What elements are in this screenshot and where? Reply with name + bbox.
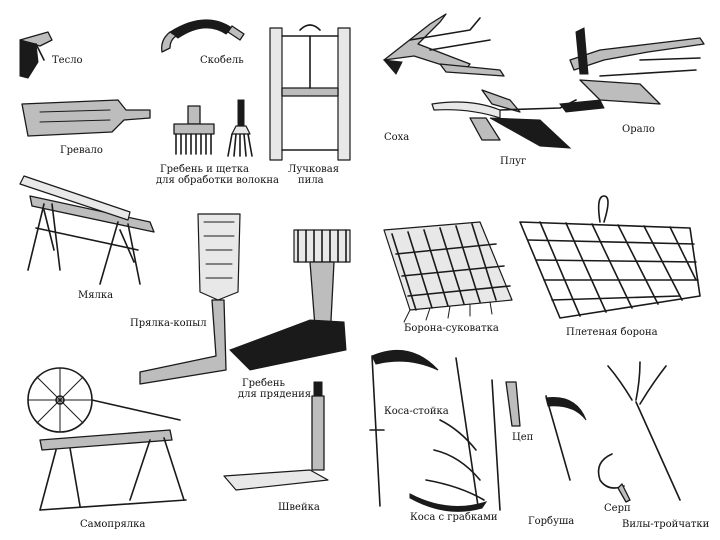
label-kosa-grabki: Коса с грабками [410, 512, 498, 523]
label-oralo: Орало [622, 124, 655, 135]
label-greben-spin-1: Гребень [242, 378, 285, 389]
label-gorbusha: Горбуша [528, 516, 575, 527]
label-shveyka: Швейка [278, 502, 320, 513]
sokha-drawing [382, 13, 505, 77]
cradle-scythe-drawing [409, 357, 488, 512]
label-myalka: Мялка [78, 290, 114, 301]
label-pryalka: Прялка-копыл [130, 318, 207, 329]
scythe-drawing [369, 349, 439, 507]
woven-harrow-drawing [519, 195, 701, 319]
distaff-drawing [139, 213, 241, 385]
bow-saw-drawing [269, 24, 351, 161]
sickle-drawing [597, 453, 631, 503]
label-vily: Вилы-тройчатки [622, 519, 710, 530]
label-bow-saw-2: пила [298, 175, 324, 186]
label-borona-p: Плетеная борона [566, 327, 658, 338]
pitchfork-drawing [607, 361, 681, 501]
label-greben-fiber-2: для обработки волокна [156, 175, 279, 186]
label-plug: Плуг [500, 156, 527, 167]
scraper-drawing [21, 99, 151, 137]
adze-drawing [19, 31, 53, 79]
label-serp: Серп [604, 503, 631, 514]
label-kosa-stoyka: Коса-стойка [384, 406, 449, 417]
comb-brush-drawing [173, 99, 253, 157]
label-sokha: Соха [384, 132, 410, 143]
label-skoben: Скобель [200, 55, 244, 66]
label-bow-saw-1: Лучковая [288, 164, 340, 175]
label-grevalo: Гревало [60, 145, 103, 156]
flail-drawing [491, 379, 521, 511]
flax-brake-drawing [19, 175, 155, 285]
spinning-comb-drawing [229, 229, 351, 371]
label-greben-fiber-1: Гребень и щетка [160, 164, 249, 175]
spinning-wheel-drawing [27, 367, 187, 511]
label-tsep: Цеп [512, 432, 534, 443]
sewing-clamp-drawing [223, 381, 329, 491]
label-borona-s: Борона-суковатка [404, 323, 499, 334]
drawknife-drawing [161, 19, 245, 53]
label-samopryalka: Самопрялка [80, 519, 146, 530]
branch-harrow-drawing [383, 221, 513, 323]
label-teslo: Тесло [52, 55, 83, 66]
label-greben-spin-2: для прядения [238, 389, 312, 400]
oralo-drawing [559, 27, 705, 113]
gorbusha-drawing [545, 395, 587, 481]
plough-drawing [431, 89, 577, 149]
